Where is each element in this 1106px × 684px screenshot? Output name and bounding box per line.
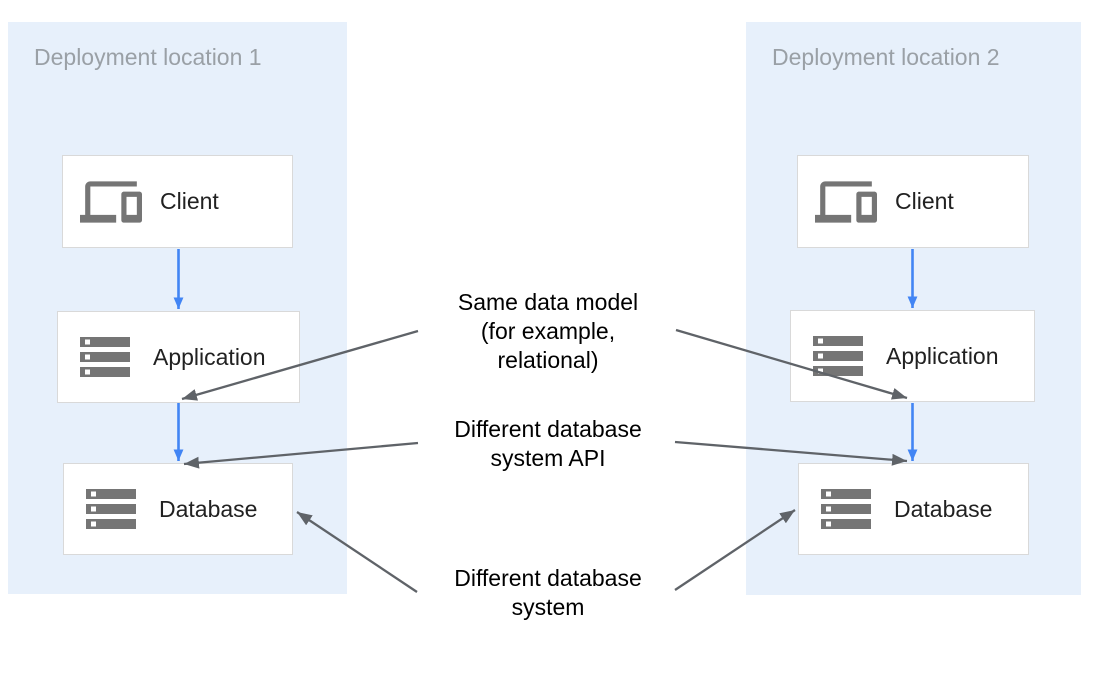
client-label: Client — [160, 188, 219, 214]
application-label: Application — [153, 343, 266, 370]
application-label: Application — [886, 342, 999, 369]
annotation-different-db-api: Different database system API — [454, 416, 642, 471]
deployment-location-1-title: Deployment location 1 — [34, 44, 262, 70]
database-node-right: Database — [798, 463, 1029, 555]
database-label: Database — [894, 495, 993, 522]
application-node-right: Application — [790, 310, 1035, 402]
storage-icon — [80, 337, 130, 377]
client-node-left: Client — [62, 155, 293, 248]
database-label: Database — [159, 495, 258, 522]
database-node-left: Database — [63, 463, 293, 555]
deployment-location-2-panel: Deployment location 2 Client Application… — [746, 22, 1081, 595]
storage-icon — [86, 489, 136, 529]
deployment-location-2-title: Deployment location 2 — [772, 44, 1000, 70]
client-node-right: Client — [797, 155, 1029, 248]
deployment-location-1-panel: Deployment location 1 Client Application… — [8, 22, 347, 594]
application-node-left: Application — [57, 311, 300, 403]
annotation-same-data-model: Same data model (for example, relational… — [457, 289, 639, 373]
annotation-different-db-system: Different database system — [454, 565, 642, 620]
devices-icon — [80, 180, 142, 223]
storage-icon — [813, 336, 863, 376]
client-label: Client — [895, 188, 954, 214]
devices-icon — [815, 180, 877, 223]
storage-icon — [821, 489, 871, 529]
